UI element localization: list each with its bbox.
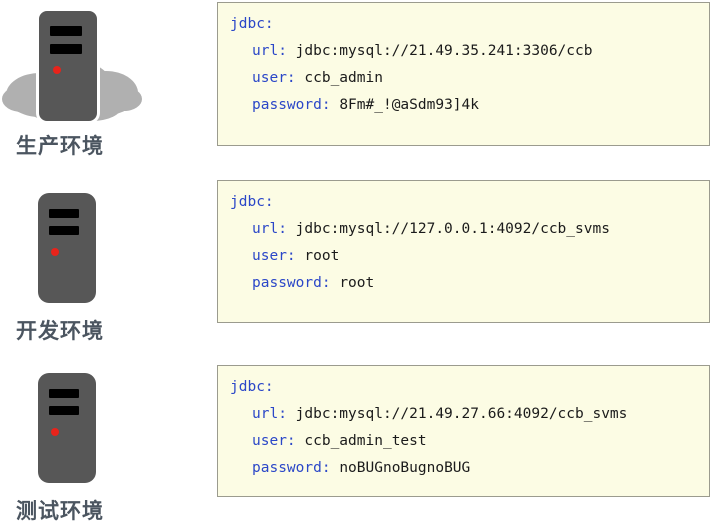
environment-label: 测试环境	[16, 499, 104, 523]
config-code-block: jdbc: url: jdbc:mysql://21.49.27.66:4092…	[217, 365, 710, 497]
config-root-line: jdbc:	[230, 374, 709, 401]
config-key: user:	[252, 433, 296, 449]
config-value: ccb_admin	[304, 70, 383, 86]
config-key: user:	[252, 248, 296, 264]
config-key: url:	[252, 406, 287, 422]
config-key: password:	[252, 460, 331, 476]
config-value: root	[304, 248, 340, 264]
icon-column: 开发环境	[0, 175, 215, 355]
config-value: jdbc:mysql://21.49.27.66:4092/ccb_svms	[295, 406, 628, 422]
server-with-cloud-icon	[0, 0, 150, 128]
config-value: noBUGnoBugnoBUG	[339, 460, 471, 476]
config-entry-user: user: ccb_admin	[230, 65, 709, 92]
environment-label: 开发环境	[16, 319, 104, 343]
environment-row-development: 开发环境 jdbc: url: jdbc:mysql://127.0.0.1:4…	[0, 175, 715, 355]
config-key: user:	[252, 70, 296, 86]
drive-slot-icon	[50, 44, 82, 54]
environment-row-test: 测试环境 jdbc: url: jdbc:mysql://21.49.27.66…	[0, 355, 715, 526]
config-entry-user: user: ccb_admin_test	[230, 428, 709, 455]
drive-slot-icon	[49, 406, 79, 415]
config-key: url:	[252, 221, 287, 237]
config-key: password:	[252, 97, 331, 113]
icon-column: 生产环境	[0, 0, 215, 175]
power-led-icon	[53, 66, 61, 74]
config-root-key: jdbc:	[230, 16, 274, 32]
server-chassis	[38, 373, 96, 483]
drive-slot-icon	[49, 226, 79, 235]
environment-row-production: 生产环境 jdbc: url: jdbc:mysql://21.49.35.24…	[0, 0, 715, 175]
server-icon	[0, 183, 150, 311]
config-value: root	[339, 275, 375, 291]
drive-slot-icon	[50, 26, 82, 36]
config-code-block: jdbc: url: jdbc:mysql://21.49.35.241:330…	[217, 2, 710, 146]
config-value: jdbc:mysql://127.0.0.1:4092/ccb_svms	[295, 221, 610, 237]
config-entry-url: url: jdbc:mysql://127.0.0.1:4092/ccb_svm…	[230, 216, 709, 243]
server-chassis	[36, 8, 100, 124]
config-entry-url: url: jdbc:mysql://21.49.27.66:4092/ccb_s…	[230, 401, 709, 428]
config-root-key: jdbc:	[230, 379, 274, 395]
config-entry-password: password: noBUGnoBugnoBUG	[230, 455, 709, 482]
config-value: ccb_admin_test	[304, 433, 427, 449]
config-entry-url: url: jdbc:mysql://21.49.35.241:3306/ccb	[230, 38, 709, 65]
config-root-key: jdbc:	[230, 194, 274, 210]
environment-label: 生产环境	[16, 134, 104, 158]
config-entry-user: user: root	[230, 243, 709, 270]
config-key: url:	[252, 43, 287, 59]
config-entry-password: password: root	[230, 270, 709, 297]
config-code-block: jdbc: url: jdbc:mysql://127.0.0.1:4092/c…	[217, 180, 710, 323]
config-root-line: jdbc:	[230, 11, 709, 38]
power-led-icon	[51, 428, 59, 436]
config-key: password:	[252, 275, 331, 291]
drive-slot-icon	[49, 389, 79, 398]
power-led-icon	[51, 248, 59, 256]
config-entry-password: password: 8Fm#_!@aSdm93]4k	[230, 92, 709, 119]
config-root-line: jdbc:	[230, 189, 709, 216]
server-icon	[0, 363, 150, 491]
icon-column: 测试环境	[0, 355, 215, 526]
drive-slot-icon	[49, 209, 79, 218]
config-value: 8Fm#_!@aSdm93]4k	[339, 97, 479, 113]
server-chassis	[38, 193, 96, 303]
config-value: jdbc:mysql://21.49.35.241:3306/ccb	[295, 43, 593, 59]
